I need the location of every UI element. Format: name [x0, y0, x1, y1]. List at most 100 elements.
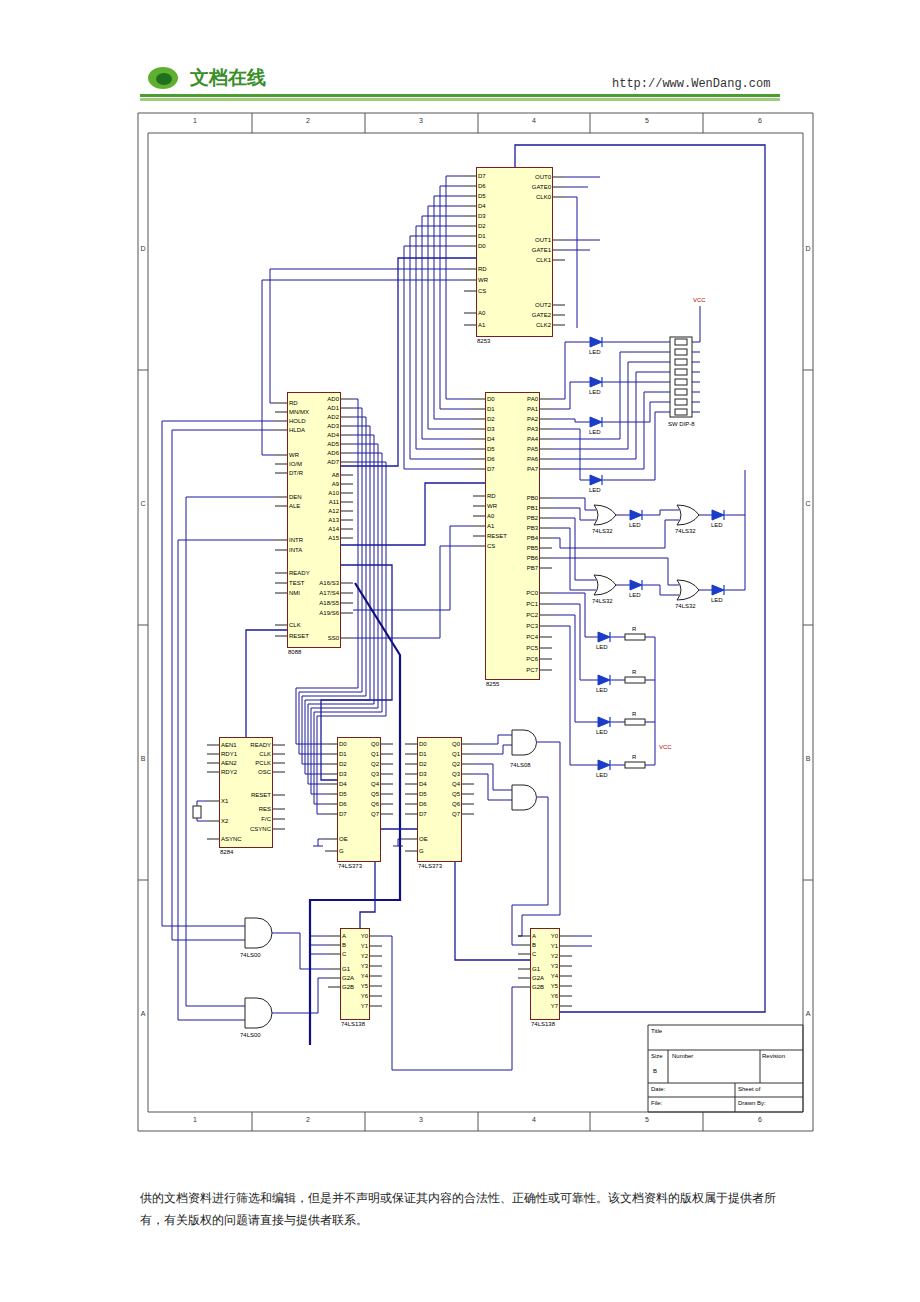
wire — [565, 177, 600, 178]
led-symbol — [610, 632, 612, 642]
pin-name: Q2 — [452, 761, 460, 767]
part-label: SW DIP-8 — [668, 421, 695, 427]
pin-line — [341, 502, 353, 503]
pin-line — [553, 250, 565, 251]
zone-marker: 1 — [193, 1116, 197, 1123]
pin-line — [341, 475, 353, 476]
pin-line — [273, 795, 285, 796]
pin-name: D0 — [339, 741, 347, 747]
pin-name: A10 — [328, 490, 339, 496]
led-symbol — [602, 475, 604, 485]
title-block — [648, 1025, 803, 1112]
pin-name: A8 — [332, 472, 339, 478]
zone-marker: 5 — [645, 117, 649, 124]
pin-line — [553, 325, 565, 326]
wire — [382, 936, 518, 1070]
pin-name: Q7 — [371, 811, 379, 817]
pin-line — [473, 429, 485, 430]
pin-name: AD4 — [327, 432, 339, 438]
pin-name: D3 — [419, 771, 427, 777]
pin-name: CLK — [259, 751, 271, 757]
pin-name: PB7 — [527, 565, 538, 571]
part-label: R — [632, 669, 636, 675]
zone-marker: 1 — [193, 117, 197, 124]
part-label: LED — [711, 597, 723, 603]
wire — [552, 429, 590, 480]
pin-line — [328, 969, 340, 970]
part-label: LED — [589, 349, 601, 355]
pin-name: ALE — [289, 503, 300, 509]
wire — [518, 742, 560, 936]
wire — [474, 774, 512, 800]
pin-name: WR — [478, 277, 488, 283]
pin-name: G2B — [342, 984, 354, 990]
wire — [645, 637, 655, 638]
pin-name: AEN1 — [221, 742, 237, 748]
pin-name: PA3 — [527, 426, 538, 432]
pin-name: A — [532, 933, 536, 939]
wire — [552, 382, 590, 409]
wire — [416, 226, 473, 449]
pin-line — [518, 969, 530, 970]
wire — [552, 362, 670, 449]
pin-line — [462, 754, 474, 755]
title-block-field: Revision — [762, 1053, 785, 1059]
pin-line — [473, 526, 485, 527]
wire — [272, 933, 328, 969]
pin-name: PB4 — [527, 535, 538, 541]
title-block-field: Size — [651, 1053, 663, 1059]
part-label: LED — [589, 487, 601, 493]
pin-line — [405, 784, 417, 785]
pin-line — [273, 763, 285, 764]
pin-name: G2A — [342, 975, 354, 981]
pin-name: PB5 — [527, 545, 538, 551]
pin-line — [518, 987, 530, 988]
pin-line — [275, 636, 287, 637]
wire — [565, 187, 588, 188]
pin-line — [370, 956, 382, 957]
part-label: R — [632, 711, 636, 717]
pin-name: Q4 — [371, 781, 379, 787]
pin-line — [207, 801, 219, 802]
pin-name: D7 — [419, 811, 427, 817]
pin-name: Q1 — [452, 751, 460, 757]
and-gate — [512, 785, 536, 810]
pin-name: PA1 — [527, 406, 538, 412]
pin-line — [370, 966, 382, 967]
pin-line — [540, 626, 552, 627]
title-block-field: Sheet of — [738, 1086, 760, 1092]
wire — [612, 722, 625, 723]
pin-name: PA2 — [527, 416, 538, 422]
pin-line — [341, 462, 353, 463]
pin-name: AD3 — [327, 423, 339, 429]
zone-tick — [138, 880, 813, 881]
pin-name: G — [419, 848, 424, 854]
pin-line — [325, 851, 337, 852]
pin-name: G1 — [342, 966, 350, 972]
wire — [692, 362, 700, 363]
pin-name: OUT2 — [535, 302, 551, 308]
resistor-symbol — [625, 677, 645, 683]
led-symbol — [598, 760, 610, 770]
pin-name: D0 — [478, 243, 486, 249]
pin-line — [540, 459, 552, 460]
wire — [645, 765, 655, 766]
zone-marker: 4 — [532, 117, 536, 124]
pin-name: RESET — [289, 633, 309, 639]
pin-name: D4 — [478, 203, 486, 209]
pin-line — [540, 558, 552, 559]
pin-name: Q6 — [452, 801, 460, 807]
net-label: VCC — [693, 297, 706, 303]
wire — [604, 382, 670, 383]
pin-line — [370, 996, 382, 997]
zone-marker: D — [805, 245, 810, 252]
pin-line — [275, 506, 287, 507]
pin-line — [341, 399, 353, 400]
pin-name: PCLK — [255, 760, 271, 766]
wire — [434, 196, 473, 419]
pin-line — [405, 814, 417, 815]
pin-name: A17/S4 — [319, 590, 339, 596]
wire — [645, 680, 655, 681]
pin-name: CLK0 — [536, 194, 551, 200]
